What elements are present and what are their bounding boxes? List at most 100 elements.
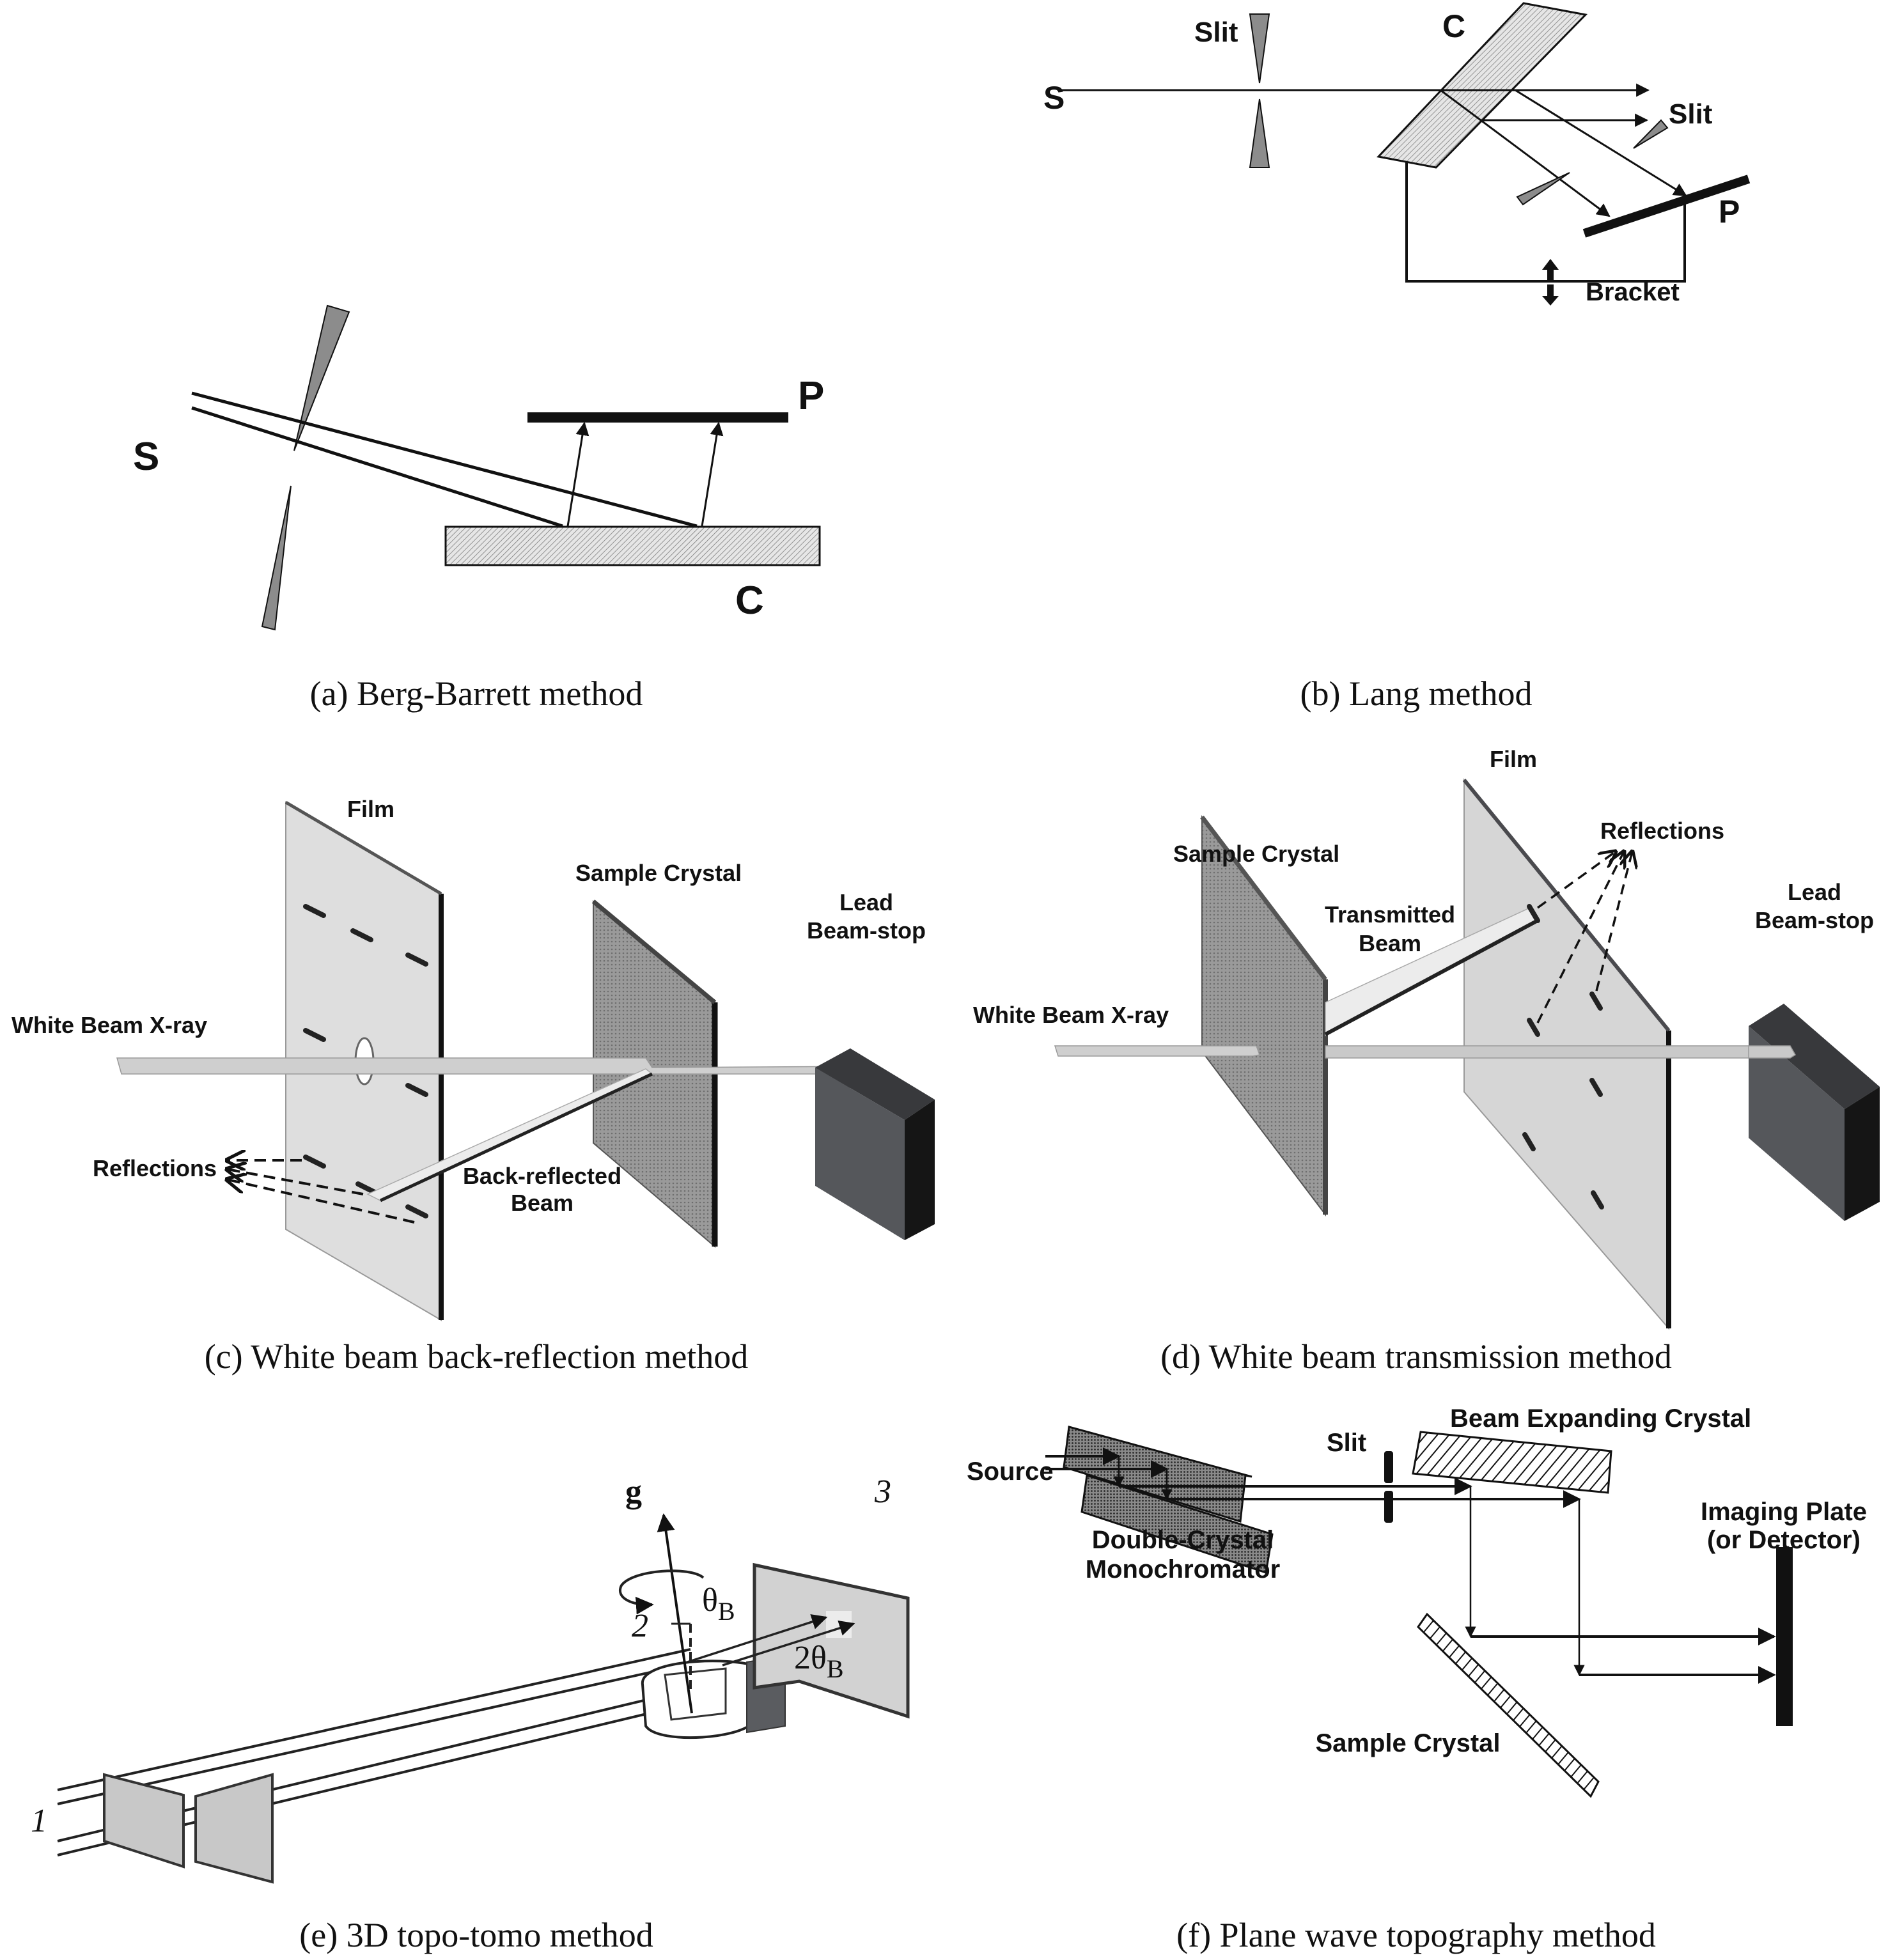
label-white-beam: White Beam X-ray — [973, 1002, 1169, 1028]
label-beam-stop: Beam-stop — [807, 917, 926, 944]
label-dcm: Double-Crystal — [1092, 1526, 1274, 1554]
film-spots — [1522, 904, 1604, 1209]
back-reflected-beam-edge — [379, 1072, 653, 1202]
label-c: C — [1442, 8, 1465, 44]
sample-crystal — [1417, 1612, 1600, 1798]
label-2theta-b: 2θB — [794, 1640, 844, 1683]
label-monochromator: Monochromator — [1086, 1555, 1280, 1583]
sample-cube — [664, 1667, 727, 1721]
label-bracket: Bracket — [1586, 278, 1680, 306]
reflection-arrows — [1536, 852, 1632, 1023]
reflected-ray-1 — [566, 421, 589, 527]
label-or-detector: (or Detector) — [1707, 1526, 1861, 1554]
label-imaging-plate: Imaging Plate — [1701, 1498, 1867, 1526]
beam-upper — [191, 391, 698, 528]
theta-subscript: B — [718, 1597, 735, 1626]
lead-beam-stop-side — [1749, 1026, 1845, 1221]
label-reflections: Reflections — [1600, 818, 1724, 844]
slit-wedge-top — [293, 304, 350, 451]
label-slit-top: Slit — [1194, 17, 1238, 48]
label-beam-stop: Beam-stop — [1755, 907, 1874, 933]
label-3: 3 — [874, 1474, 891, 1510]
caption-d: (d) White beam transmission method — [1160, 1337, 1672, 1376]
sample-crystal-top-edge — [591, 899, 717, 1004]
label-sample-crystal: Sample Crystal — [1315, 1729, 1500, 1757]
label-theta-b: θB — [702, 1582, 735, 1626]
sample-crystal — [1201, 815, 1326, 1217]
label-back-reflected: Back-reflected — [463, 1163, 621, 1189]
sample-crystal-top-edge — [1200, 815, 1327, 981]
label-film: Film — [347, 796, 394, 822]
label-lead: Lead — [839, 889, 893, 915]
diffracted-beam-1 — [687, 1614, 828, 1663]
caption-f: (f) Plane wave topography method — [1176, 1916, 1656, 1954]
rotation-arrow-icon — [619, 1569, 705, 1615]
panel-f-plane-wave: Beam Expanding Crystal Slit Source Doubl… — [967, 1404, 1867, 1954]
film-top-edge — [1462, 779, 1671, 1032]
lead-beam-stop-top — [1749, 1004, 1880, 1109]
imaging-plate — [1776, 1547, 1793, 1726]
monochromator-crystal-lower — [1081, 1474, 1274, 1574]
label-back-reflected-beam: Beam — [511, 1190, 573, 1216]
label-2: 2 — [632, 1608, 648, 1644]
diffracted-ray-1 — [1440, 89, 1611, 217]
caption-b: (b) Lang method — [1300, 674, 1533, 713]
two-theta-subscript: B — [827, 1654, 844, 1683]
label-white-beam: White Beam X-ray — [12, 1012, 207, 1038]
label-1: 1 — [31, 1803, 47, 1839]
film-top-edge — [285, 800, 442, 896]
bracket-arrow-up-icon — [1542, 259, 1559, 280]
screen-3 — [753, 1562, 910, 1719]
diffracted-beam-2 — [722, 1620, 855, 1667]
beam-expanding-crystal — [1412, 1431, 1612, 1494]
slit-upper — [1384, 1451, 1393, 1483]
white-beam-stop-end — [1748, 1045, 1797, 1059]
label-s: S — [133, 435, 159, 479]
slit-wedge-top — [1249, 13, 1270, 84]
lead-beam-stop-right — [905, 1100, 935, 1240]
slit-right-upper — [1633, 119, 1669, 149]
label-p: P — [798, 374, 824, 418]
slit-wedge-bottom — [261, 485, 292, 631]
bracket-frame — [1405, 162, 1686, 283]
label-transmitted-beam: Beam — [1359, 930, 1421, 956]
label-transmitted: Transmitted — [1325, 901, 1455, 928]
label-reflections: Reflections — [93, 1155, 217, 1181]
label-slit-right: Slit — [1669, 98, 1713, 130]
label-sample-crystal: Sample Crystal — [1173, 841, 1339, 867]
label-slit: Slit — [1327, 1429, 1366, 1457]
lead-beam-stop-side — [815, 1068, 905, 1240]
aperture-2 — [194, 1773, 274, 1884]
slit-lower — [1384, 1491, 1393, 1523]
lead-beam-stop-top — [815, 1048, 935, 1120]
label-film: Film — [1490, 746, 1537, 772]
caption-e: (e) 3D topo-tomo method — [299, 1916, 653, 1954]
label-sample-crystal: Sample Crystal — [575, 860, 742, 886]
two-theta-symbol: 2θ — [794, 1640, 827, 1676]
beam-lower — [191, 406, 563, 528]
label-p: P — [1719, 194, 1740, 229]
caption-a: (a) Berg-Barrett method — [310, 674, 643, 713]
transmitted-beam-edge — [1324, 919, 1539, 1036]
label-g: g — [625, 1474, 642, 1510]
white-beam — [116, 1057, 861, 1075]
label-beam-expanding-crystal: Beam Expanding Crystal — [1450, 1404, 1751, 1433]
slit-wedge-bottom — [1249, 98, 1270, 168]
screen-spot — [826, 1611, 852, 1638]
lead-beam-stop-right — [1845, 1087, 1880, 1221]
panel-b-lang: Slit C S Slit P Bracket (b) Lang method — [1043, 2, 1751, 713]
reflection-arrows — [227, 1160, 415, 1224]
caption-c: (c) White beam back-reflection method — [205, 1337, 749, 1376]
bracket-arrow-down-icon — [1542, 284, 1559, 306]
panel-a-berg-barrett: S P C (a) Berg-Barrett method — [133, 304, 824, 713]
reflected-ray-2 — [701, 421, 724, 527]
label-c: C — [735, 579, 764, 623]
g-vector — [657, 1513, 693, 1714]
label-source: Source — [967, 1458, 1054, 1486]
panel-c-back-reflection: Film Sample Crystal Lead Beam-stop White… — [12, 796, 935, 1376]
white-beam-in — [1054, 1045, 1260, 1057]
aperture-1 — [103, 1773, 185, 1869]
crystal-c — [1377, 2, 1588, 169]
theta-symbol: θ — [702, 1582, 718, 1619]
